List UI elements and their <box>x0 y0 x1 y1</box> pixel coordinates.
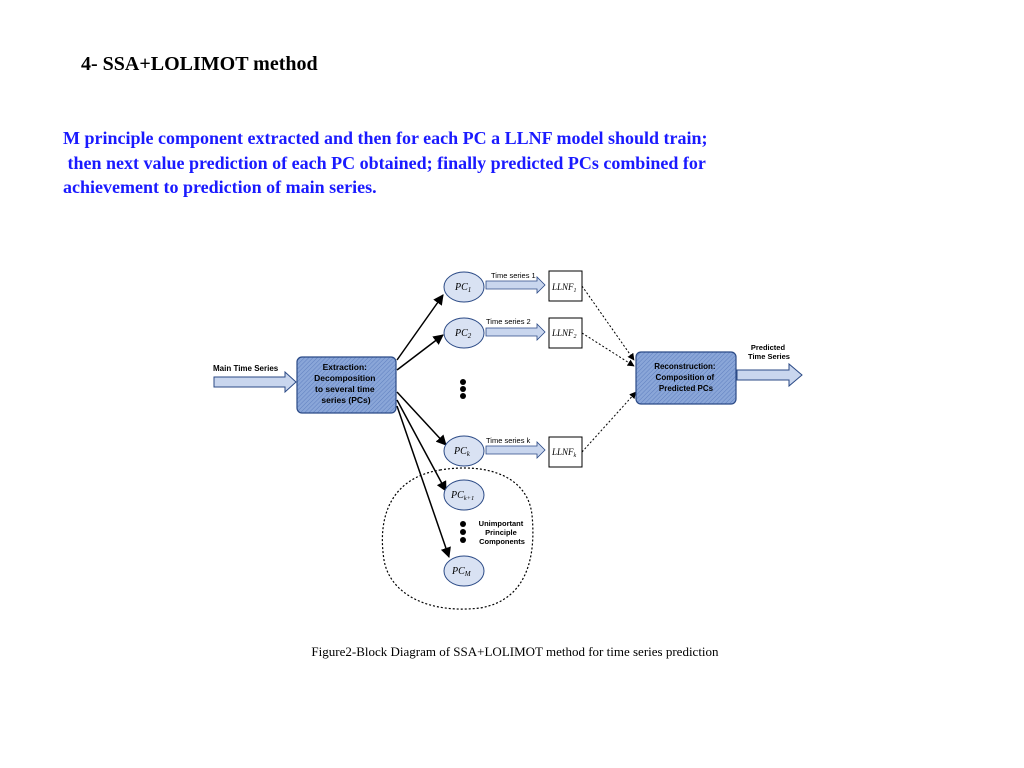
unimportant-label-line-3: Components <box>479 537 525 546</box>
arrow-to-pck1 <box>396 399 447 492</box>
svg-text:PC2: PC2 <box>454 328 472 340</box>
llnf2-sub: 2 <box>574 334 577 340</box>
llnf2-box <box>548 317 583 349</box>
extraction-block <box>296 356 397 414</box>
svg-text:PCM: PCM <box>451 566 472 578</box>
pck-node <box>443 435 485 467</box>
reconstruction-block <box>635 351 737 405</box>
llnfk-base: LLNF <box>551 447 574 457</box>
pck1-base: PC <box>450 490 464 501</box>
output-label-line-2: Time Series <box>748 352 790 361</box>
llnfk-box <box>548 436 583 468</box>
pcm-base: PC <box>451 566 465 577</box>
svg-text:PC1: PC1 <box>454 282 471 294</box>
llnf1-to-recon <box>581 285 635 361</box>
svg-text:Extraction: Decomposition: Extraction: Decomposition to several tim… <box>314 362 378 405</box>
pc2-sub: 2 <box>468 332 472 340</box>
svg-text:LLNF1: LLNF1 <box>551 282 577 294</box>
arrow-to-pc2 <box>396 334 444 371</box>
paragraph-line-2: then next value prediction of each PC ob… <box>63 152 706 173</box>
pc1-series-label: Time series 1 <box>491 271 536 280</box>
paragraph-line-1: M principle component extracted and then… <box>63 128 708 148</box>
reconstruction-line-2: Composition of <box>656 373 715 382</box>
more-pcs-dots <box>460 379 466 399</box>
more-unimportant-dots <box>460 521 466 543</box>
unimportant-region <box>381 467 534 610</box>
extraction-line-1: Extraction: <box>323 362 368 372</box>
pcm-sub: M <box>464 570 472 578</box>
figure-caption-text: Figure2-Block Diagram of SSA+LOLIMOT met… <box>311 644 719 659</box>
pcm-node <box>443 555 485 587</box>
llnfk-sub: k <box>574 453 577 459</box>
pc2-base: PC <box>454 328 468 339</box>
svg-text:PCk+1: PCk+1 <box>450 490 474 502</box>
reconstruction-line-1: Reconstruction: <box>654 362 715 371</box>
extraction-line-3: to several time <box>315 384 375 394</box>
pc2-series-label: Time series 2 <box>486 317 531 326</box>
pck1-node <box>443 479 485 511</box>
svg-text:LLNFk: LLNFk <box>551 447 577 459</box>
unimportant-label-line-2: Principle <box>485 528 517 537</box>
input-arrow <box>213 370 297 394</box>
arrow-to-pcm <box>396 405 451 558</box>
slide-paragraph: M principle component extracted and then… <box>63 126 823 200</box>
figure-caption: Figure2-Block Diagram of SSA+LOLIMOT met… <box>0 644 1024 660</box>
paragraph-line-3: achievement to prediction of main series… <box>63 177 377 197</box>
pck1-sub: k+1 <box>464 495 475 502</box>
output-arrow <box>736 362 803 388</box>
llnf2-base: LLNF <box>551 328 574 338</box>
output-label-line-1: Predicted <box>751 343 786 352</box>
svg-text:LLNF2: LLNF2 <box>551 328 577 340</box>
pck-series-label: Time series k <box>486 436 531 445</box>
svg-text:Reconstruction: Compositio: Reconstruction: Composition of Predicted… <box>654 362 718 393</box>
llnfk-to-recon <box>581 391 637 453</box>
unimportant-label-line-1: Unimportant <box>479 519 524 528</box>
svg-text:PCk: PCk <box>453 446 471 458</box>
pc2-node <box>443 317 485 349</box>
svg-text:Predicted Time Series: Predicted Time Series <box>748 343 790 361</box>
pc1-node <box>443 271 485 303</box>
slide-heading: 4- SSA+LOLIMOT method <box>81 53 318 75</box>
pc1-series-arrow <box>485 276 546 294</box>
arrow-to-pc1 <box>396 294 444 361</box>
extraction-line-4: series (PCs) <box>321 395 370 405</box>
pck-base: PC <box>453 446 467 457</box>
pc1-base: PC <box>454 282 468 293</box>
arrow-to-pck <box>396 391 447 446</box>
pc2-series-arrow <box>485 323 546 341</box>
input-label: Main Time Series <box>213 364 279 373</box>
pck-sub: k <box>467 450 471 458</box>
reconstruction-line-3: Predicted PCs <box>659 384 714 393</box>
llnf1-base: LLNF <box>551 282 574 292</box>
extraction-line-2: Decomposition <box>314 373 375 383</box>
pck-series-arrow <box>485 441 546 459</box>
svg-text:Unimportant Principle: Unimportant Principle Components <box>479 519 526 546</box>
pc1-sub: 1 <box>468 286 472 294</box>
llnf1-sub: 1 <box>574 288 577 294</box>
